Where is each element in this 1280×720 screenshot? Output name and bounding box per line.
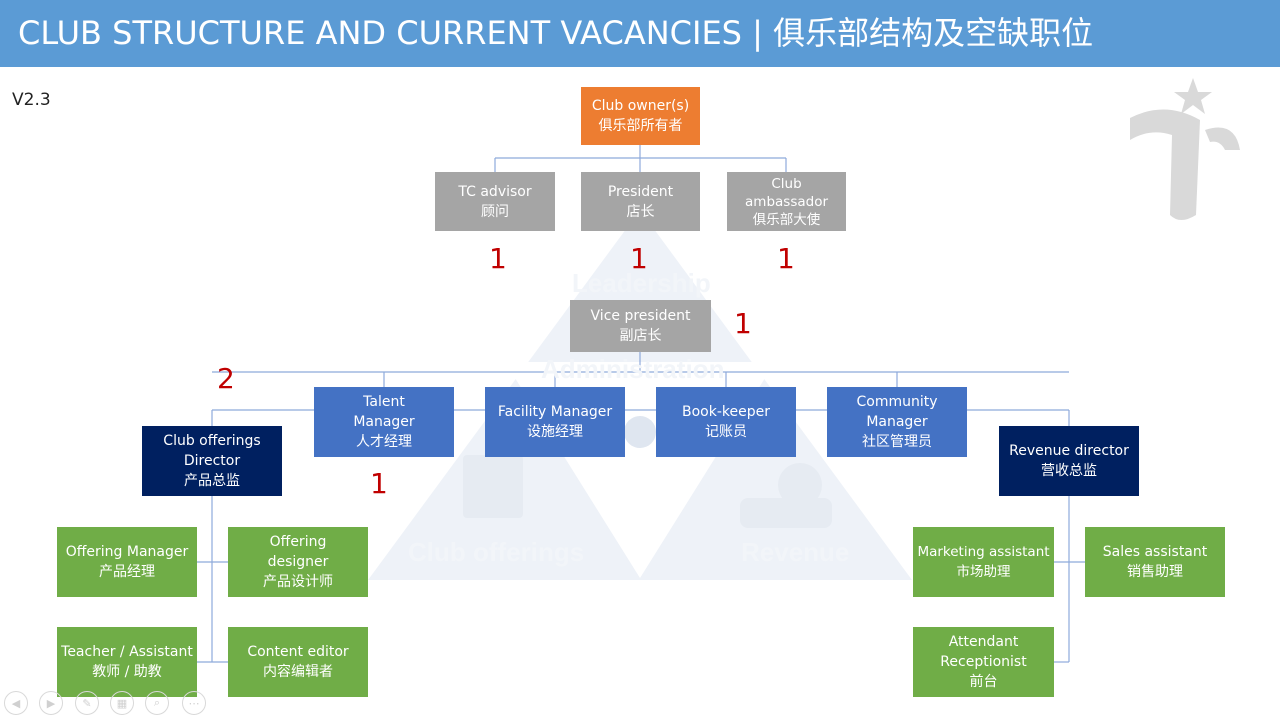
revenue-director-box: Revenue director 营收总监: [999, 426, 1139, 496]
facility-manager-zh: 设施经理: [527, 424, 583, 440]
attendant-zh: 前台: [969, 674, 998, 690]
administration-watermark: Administration: [541, 354, 725, 384]
club-owner-box: Club owner(s) 俱乐部所有者: [581, 87, 700, 145]
tc-advisor-vacancy: 1: [489, 242, 507, 275]
content-editor-zh: 内容编辑者: [263, 664, 333, 680]
money-bag-icon: [778, 463, 822, 507]
zoom-icon[interactable]: ⌕: [145, 691, 169, 715]
book-keeper-en: Book-keeper: [682, 404, 770, 420]
community-manager-zh: 社区管理员: [862, 434, 932, 450]
sales-assistant-en: Sales assistant: [1102, 544, 1208, 560]
talent-manager-en: Talent Manager: [353, 394, 415, 430]
revenue-director-en: Revenue director: [1009, 443, 1129, 459]
revenue-watermark: Revenue: [741, 537, 850, 567]
more-icon[interactable]: ⋯: [182, 691, 206, 715]
leadership-watermark: Leadership: [572, 268, 711, 298]
president-en: President: [607, 183, 674, 200]
vice-president-en: Vice president: [590, 308, 691, 324]
community-manager-en: Community Manager: [856, 394, 938, 430]
offerings-director-box: Club offerings Director 产品总监: [142, 426, 282, 496]
vice-president-vacancy: 1: [734, 307, 752, 340]
gear-icon: [624, 416, 656, 448]
offerings-director-en: Club offerings Director: [163, 433, 261, 469]
club-owner-zh: 俱乐部所有者: [598, 118, 683, 134]
attendant-en: Attendant Receptionist: [940, 634, 1027, 670]
tc-advisor-zh: 顾问: [481, 203, 509, 220]
tc-advisor-box: TC advisor 顾问: [435, 172, 555, 231]
offering-manager-en: Offering Manager: [65, 544, 189, 560]
offerings-director-zh: 产品总监: [184, 473, 240, 489]
talent-manager-vacancy: 1: [370, 467, 388, 500]
offering-designer-en: Offering designer: [267, 534, 329, 570]
offering-manager-zh: 产品经理: [99, 564, 155, 580]
vice-president-zh: 副店长: [619, 328, 662, 344]
pen-icon[interactable]: ✎: [75, 691, 99, 715]
offering-manager-box: Offering Manager 产品经理: [57, 527, 197, 597]
ambassador-zh: 俱乐部大使: [752, 211, 821, 228]
ambassador-vacancy: 1: [777, 242, 795, 275]
club-logo-icon: [1130, 78, 1240, 220]
teacher-box: Teacher / Assistant 教师 / 助教: [57, 627, 197, 697]
content-editor-box: Content editor 内容编辑者: [228, 627, 368, 697]
offering-designer-zh: 产品设计师: [263, 574, 333, 590]
revenue-director-zh: 营收总监: [1041, 463, 1097, 479]
sales-assistant-box: Sales assistant 销售助理: [1085, 527, 1225, 597]
vice-president-box: Vice president 副店长: [570, 300, 711, 352]
attendant-box: Attendant Receptionist 前台: [913, 627, 1054, 697]
club-owner-en: Club owner(s): [591, 98, 690, 114]
president-zh: 店长: [626, 203, 655, 220]
marketing-assistant-en: Marketing assistant: [917, 544, 1050, 560]
club-offerings-watermark: Club offerings: [408, 537, 585, 567]
talent-manager-zh: 人才经理: [356, 434, 412, 450]
facility-manager-en: Facility Manager: [497, 404, 613, 420]
teacher-zh: 教师 / 助教: [92, 664, 162, 680]
talent-manager-box: Talent Manager 人才经理: [314, 387, 454, 457]
hand-icon: [740, 498, 832, 528]
sales-assistant-zh: 销售助理: [1127, 564, 1183, 580]
facility-manager-box: Facility Manager 设施经理: [485, 387, 625, 457]
teacher-en: Teacher / Assistant: [61, 644, 193, 660]
community-manager-box: Community Manager 社区管理员: [827, 387, 967, 457]
version-label: V2.3: [12, 90, 51, 110]
book-keeper-box: Book-keeper 记账员: [656, 387, 796, 457]
offering-designer-box: Offering designer 产品设计师: [228, 527, 368, 597]
ambassador-box: Club ambassador 俱乐部大使: [727, 172, 846, 231]
slide-title: CLUB STRUCTURE AND CURRENT VACANCIES | 俱…: [0, 0, 1280, 67]
president-vacancy: 1: [630, 242, 648, 275]
prev-icon[interactable]: ◀: [4, 691, 28, 715]
content-editor-en: Content editor: [247, 644, 349, 660]
marketing-assistant-zh: 市场助理: [956, 564, 1011, 580]
book-keeper-zh: 记账员: [705, 424, 747, 440]
next-icon[interactable]: ▶: [39, 691, 63, 715]
marketing-assistant-box: Marketing assistant 市场助理: [913, 527, 1054, 597]
offerings-director-vacancy: 2: [217, 362, 235, 395]
shopping-bag-icon: [463, 455, 523, 518]
tc-advisor-en: TC advisor: [458, 183, 532, 200]
president-box: President 店长: [581, 172, 700, 231]
slides-icon[interactable]: ▦: [110, 691, 134, 715]
ambassador-en: Club ambassador: [745, 175, 828, 210]
